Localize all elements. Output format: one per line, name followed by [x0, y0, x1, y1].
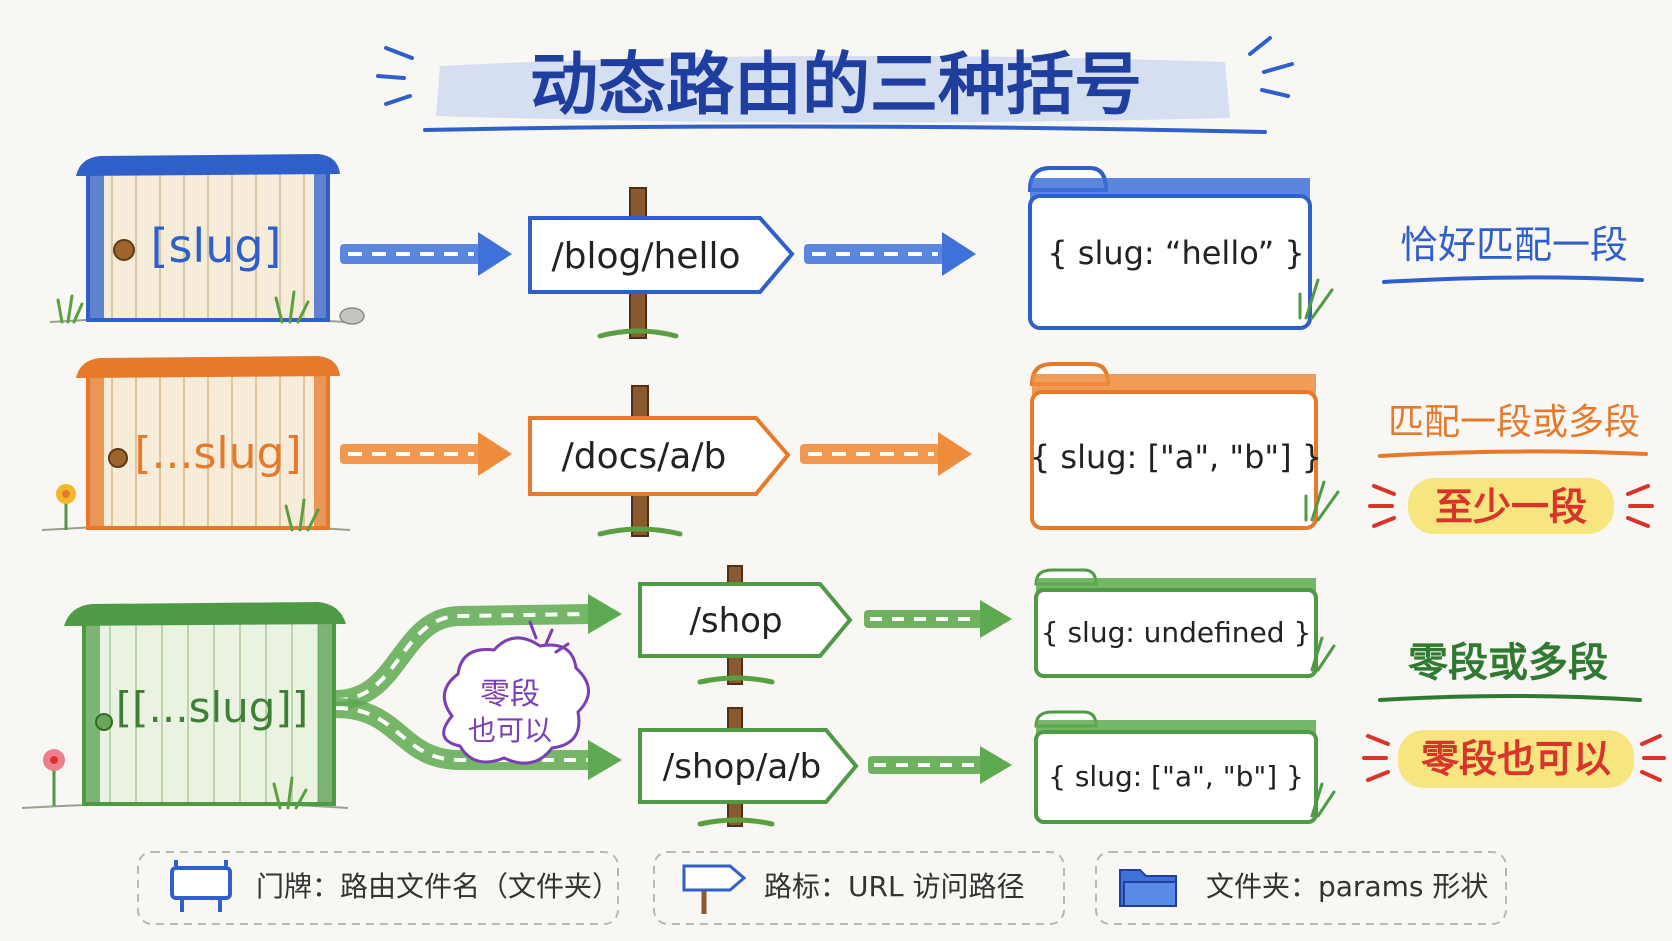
- arrow-sign-to-folder: [804, 232, 976, 276]
- title-area: 动态路由的三种括号: [376, 36, 1294, 134]
- door-roof: [76, 154, 340, 176]
- badge-highlight: [1398, 730, 1634, 788]
- legend: 门牌：路由文件名（文件夹） 路标：URL 访问路径 文件夹：params 形状: [137, 851, 1507, 925]
- note-optional: 零段或多段 零段也可以: [1362, 640, 1666, 788]
- arrow-bottom-to-folder: [868, 746, 1012, 784]
- sign-board: [528, 216, 795, 294]
- sign-text: /blog/hello: [552, 236, 741, 277]
- sign-optional-bottom: /shop/a/b: [638, 707, 859, 827]
- sign-text: /docs/a/b: [562, 436, 727, 477]
- params-text: { slug: “hello” }: [1047, 234, 1305, 272]
- row-single-segment: [slug] /blog/hello { slug: “hello” }: [49, 154, 1644, 339]
- title-highlight: [436, 55, 1230, 123]
- params-text: { slug: ["a", "b"] }: [1030, 438, 1322, 476]
- sign-single: /blog/hello: [528, 187, 795, 339]
- row-catchall: [...slug] /docs/a/b { s: [41, 356, 1654, 537]
- title-underline: [423, 124, 1267, 134]
- door-optional: [[...slug]]: [43, 602, 346, 806]
- cloud-line-2: 也可以: [468, 714, 552, 747]
- note-single: 恰好匹配一段: [1382, 223, 1644, 284]
- rule-note: 匹配一段或多段: [1388, 402, 1640, 443]
- legend-item-sign: 路标：URL 访问路径: [653, 851, 1065, 925]
- badge-spark: [1368, 484, 1654, 528]
- folder-icon: [1119, 869, 1177, 907]
- arrow-door-to-sign: [340, 432, 512, 476]
- pebble: [339, 307, 365, 325]
- rule-note: 零段或多段: [1408, 640, 1608, 686]
- legend-label-folder: 文件夹：params 形状: [1206, 870, 1488, 903]
- folder-optional-bottom: { slug: ["a", "b"] }: [1034, 710, 1336, 824]
- branch-road: [335, 594, 622, 780]
- page-title: 动态路由的三种括号: [530, 46, 1142, 125]
- rule-note: 恰好匹配一段: [1400, 223, 1628, 267]
- arrow-top-to-folder: [864, 600, 1012, 638]
- folder-body: [1028, 194, 1312, 330]
- note-catchall: 匹配一段或多段 至少一段: [1368, 402, 1654, 534]
- folder-single: { slug: “hello” }: [1027, 166, 1334, 330]
- door-label: [slug]: [151, 219, 282, 273]
- rule-badge: 零段也可以: [1421, 737, 1611, 781]
- legend-item-folder: 文件夹：params 形状: [1095, 851, 1507, 925]
- folder-catchall: { slug: ["a", "b"] }: [1030, 362, 1340, 530]
- badge-spark: [1362, 734, 1666, 782]
- arrow-sign-to-folder: [800, 432, 972, 476]
- sign-text: /shop: [689, 601, 782, 641]
- sign-catchall: /docs/a/b: [528, 385, 791, 537]
- params-text: { slug: ["a", "b"] }: [1048, 760, 1304, 793]
- door-label: [[...slug]]: [116, 683, 308, 732]
- legend-item-door: 门牌：路由文件名（文件夹）: [137, 851, 620, 925]
- sign-optional-top: /shop: [638, 565, 853, 685]
- flower-icon: [43, 749, 65, 806]
- arrow-door-to-sign: [340, 232, 512, 276]
- door-knob: [113, 239, 135, 261]
- door-single: [slug]: [76, 154, 365, 325]
- folder-optional-top: { slug: undefined }: [1034, 568, 1336, 678]
- cloud-line-1: 零段: [480, 677, 540, 712]
- legend-label-sign: 路标：URL 访问路径: [764, 870, 1024, 903]
- title-spark-right: [1248, 36, 1294, 98]
- grass-tufts: [56, 290, 320, 810]
- legend-label-door: 门牌：路由文件名（文件夹）: [256, 870, 620, 903]
- sign-text: /shop/a/b: [663, 747, 821, 787]
- door-catchall: [...slug]: [56, 356, 340, 530]
- flower-icon: [56, 484, 76, 530]
- door-sign-icon: [170, 860, 232, 912]
- badge-highlight: [1408, 478, 1614, 534]
- door-label: [...slug]: [134, 428, 301, 479]
- title-spark-left: [376, 46, 414, 106]
- params-text: { slug: undefined }: [1041, 616, 1312, 649]
- rule-badge: 至少一段: [1435, 485, 1587, 529]
- signpost-icon: [682, 864, 747, 914]
- row-optional-catchall: [[...slug]] 零段 也可以: [21, 565, 1666, 827]
- zero-segment-cloud: 零段 也可以: [442, 620, 590, 765]
